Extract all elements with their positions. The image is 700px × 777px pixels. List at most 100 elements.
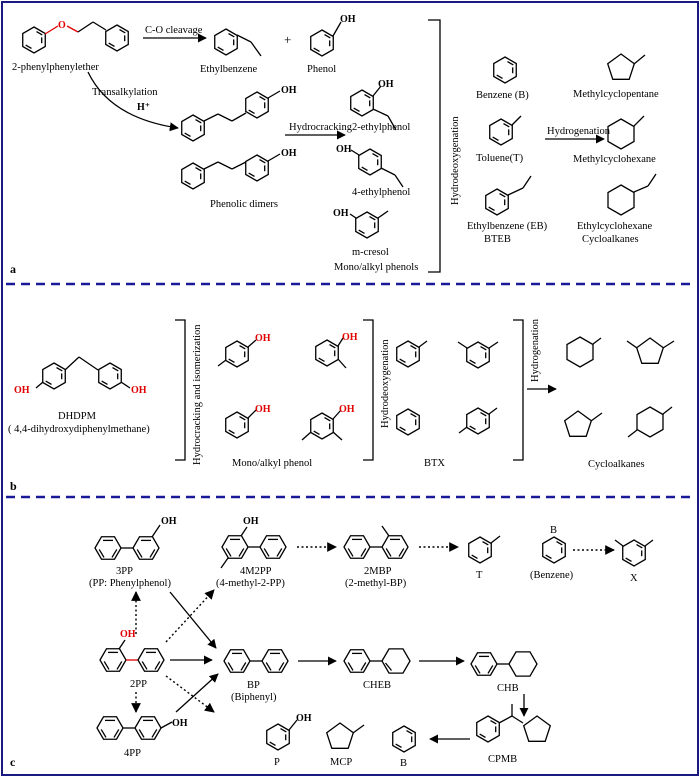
- ech-label-a: Ethylcyclohexane: [577, 221, 653, 232]
- ether-oxygen-atom: O: [58, 20, 66, 31]
- plus-sign: +: [284, 32, 291, 47]
- hydrogenation-label-a: Hydrogenation: [547, 126, 611, 137]
- cpmb-label: CPMB: [488, 754, 517, 765]
- pp4m2-label: 4M2PP: [240, 566, 272, 577]
- chb-label: CHB: [497, 683, 519, 694]
- molecule-cheb: CHEB: [343, 648, 411, 691]
- mch-label-a: Methylcyclohexane: [573, 154, 656, 165]
- b-dmp-oh: OH: [339, 404, 355, 415]
- transalkylation-arrow: [87, 71, 179, 132]
- mbp2-full-label: (2-methyl-BP): [345, 578, 407, 589]
- hc-iso-label: Hydrocracking and isomerization: [192, 324, 203, 465]
- panel-b-hdo-label: Hydrodeoxygenation: [380, 339, 391, 428]
- molecule-c-mcp: MCP: [326, 722, 365, 768]
- pp3-oh: OH: [161, 516, 177, 527]
- mcresol-oh: OH: [333, 208, 349, 219]
- molecule-b-p-xylene: BTX: [424, 407, 498, 469]
- molecule-c-toluene: T: [468, 535, 501, 581]
- dhdpm-oh-right: OH: [131, 385, 147, 396]
- dhdpm-oh-left: OH: [14, 385, 30, 396]
- arrow-3pp-bp: [169, 591, 217, 649]
- molecule-b-toluene: [396, 340, 428, 368]
- panel-b-bracket-3: [513, 319, 524, 461]
- c-b-top-label: B: [550, 525, 557, 536]
- molecule-dhdpm: OH OH DHDPM ( 4,4-dihydroxydiphenylmetha…: [8, 356, 150, 435]
- bp-label: BP: [247, 680, 260, 691]
- ethylphenol2-label: 2-ethylphenol: [352, 122, 410, 133]
- ethylphenol4-label: 4-ethylphenol: [352, 187, 410, 198]
- panel-b: OH OH DHDPM ( 4,4-dihydroxydiphenylmetha…: [8, 318, 675, 493]
- molecule-benzene-a: Benzene (B): [476, 56, 529, 101]
- molecule-toluene-a: Toluene(T): [476, 115, 524, 164]
- phenol-label: Phenol: [307, 64, 336, 75]
- phenol-oh: OH: [340, 14, 356, 25]
- toluene-t-label: Toluene(T): [476, 153, 524, 164]
- c-benzene-full-label: (Benzene): [530, 570, 574, 581]
- molecule-b-m-xylene: [457, 341, 499, 369]
- dimer-para-oh: OH: [281, 85, 297, 96]
- molecule-ethylbenzene: Ethylbenzene: [200, 28, 262, 75]
- reactant-label: 2-phenylphenylether: [12, 62, 99, 73]
- transalkylation-label: Transalkylation: [92, 87, 158, 98]
- b-cycloalkanes-label: Cycloalkanes: [588, 459, 645, 470]
- panel-b-bracket-1: [175, 319, 186, 461]
- dhdpm-full-label: ( 4,4-dihydroxydiphenylmethane): [8, 424, 150, 435]
- c-mcp-label: MCP: [330, 757, 352, 768]
- molecule-b-dimethylcyclopentane: [626, 337, 675, 364]
- dhdpm-label: DHDPM: [58, 411, 97, 422]
- molecule-methylcyclopentane-a: Methylcyclopentane: [573, 53, 659, 100]
- molecule-b-benzene: [396, 408, 420, 436]
- mcp-label-a: Methylcyclopentane: [573, 89, 659, 100]
- molecule-c-phenol: OH P: [266, 713, 312, 768]
- b-phenol-oh: OH: [255, 404, 271, 415]
- pp4-oh: OH: [172, 718, 188, 729]
- panel-c-letter: c: [10, 755, 16, 769]
- pp4m2-full-label: (4-methyl-2-PP): [216, 578, 285, 589]
- panel-c: OH 3PP (PP: Phenylphenol) OH 4M2PP (4-me…: [10, 516, 654, 769]
- cleavage-label: C-O cleavage: [145, 25, 203, 36]
- molecule-ethylbenzene-a: Ethylbenzene (EB) BTEB: [467, 175, 548, 245]
- molecule-4m2pp: OH 4M2PP (4-methyl-2-PP): [216, 516, 287, 589]
- molecule-3pp: OH 3PP (PP: Phenylphenol): [89, 516, 177, 589]
- mcresol-label: m-cresol: [352, 247, 389, 258]
- molecule-ethylcyclohexane-a: Ethylcyclohexane Cycloalkanes: [577, 173, 657, 245]
- molecule-m-cresol: OH m-cresol Mono/alkyl phenols: [333, 208, 418, 273]
- mono-alkyl-phenols-label: Mono/alkyl phenols: [334, 262, 418, 273]
- b-pcresol-oh: OH: [255, 333, 271, 344]
- molecule-phenol: OH Phenol: [307, 14, 356, 75]
- hydrocracking-label: Hydrocracking: [289, 122, 353, 133]
- pp4-label: 4PP: [124, 748, 141, 759]
- molecule-b-dimethylcyclohexane: Cycloalkanes: [588, 406, 673, 470]
- panel-a-bracket: [428, 19, 441, 273]
- mbp2-label: 2MBP: [364, 566, 392, 577]
- pp4m2-oh: OH: [243, 516, 259, 527]
- dimer-meta-oh: OH: [281, 148, 297, 159]
- molecule-2pp: OH 2PP: [99, 629, 165, 690]
- benzene-b-label: Benzene (B): [476, 90, 529, 101]
- molecule-chb: CHB: [470, 651, 538, 694]
- panel-a-hdo-label: Hydrodeoxygenation: [450, 116, 461, 205]
- pp2-label: 2PP: [130, 679, 147, 690]
- c-phenol-oh: OH: [296, 713, 312, 724]
- bteb-label: BTEB: [484, 234, 511, 245]
- pp3-label: 3PP: [116, 566, 133, 577]
- dotted-2pp-4m2pp: [165, 589, 215, 643]
- molecule-bp: BP (Biphenyl): [223, 649, 289, 703]
- molecule-b-phenol: OH: [225, 404, 271, 439]
- panel-b-bracket-2: [363, 319, 374, 461]
- molecule-methylcyclohexane-a: Methylcyclohexane: [573, 115, 656, 165]
- molecule-c-benzene-top: B (Benzene): [530, 525, 574, 581]
- panel-b-hydrogenation-label: Hydrogenation: [530, 318, 541, 382]
- b-mono-alkyl-label: Mono/alkyl phenol: [232, 458, 312, 469]
- molecule-b-dimethylphenol: OH Mono/alkyl phenol: [232, 404, 355, 469]
- molecule-phenolic-dimer-para: OH: [181, 85, 297, 142]
- c-t-label: T: [476, 570, 483, 581]
- ethylbenzene-label: Ethylbenzene: [200, 64, 257, 75]
- pp3-full-label: (PP: Phenylphenol): [89, 578, 171, 589]
- molecule-cpmb: CPMB: [476, 704, 551, 765]
- phenolic-dimers-label: Phenolic dimers: [210, 199, 278, 210]
- molecule-c-benzene-bottom: B: [392, 725, 416, 769]
- c-x-label: X: [630, 573, 638, 584]
